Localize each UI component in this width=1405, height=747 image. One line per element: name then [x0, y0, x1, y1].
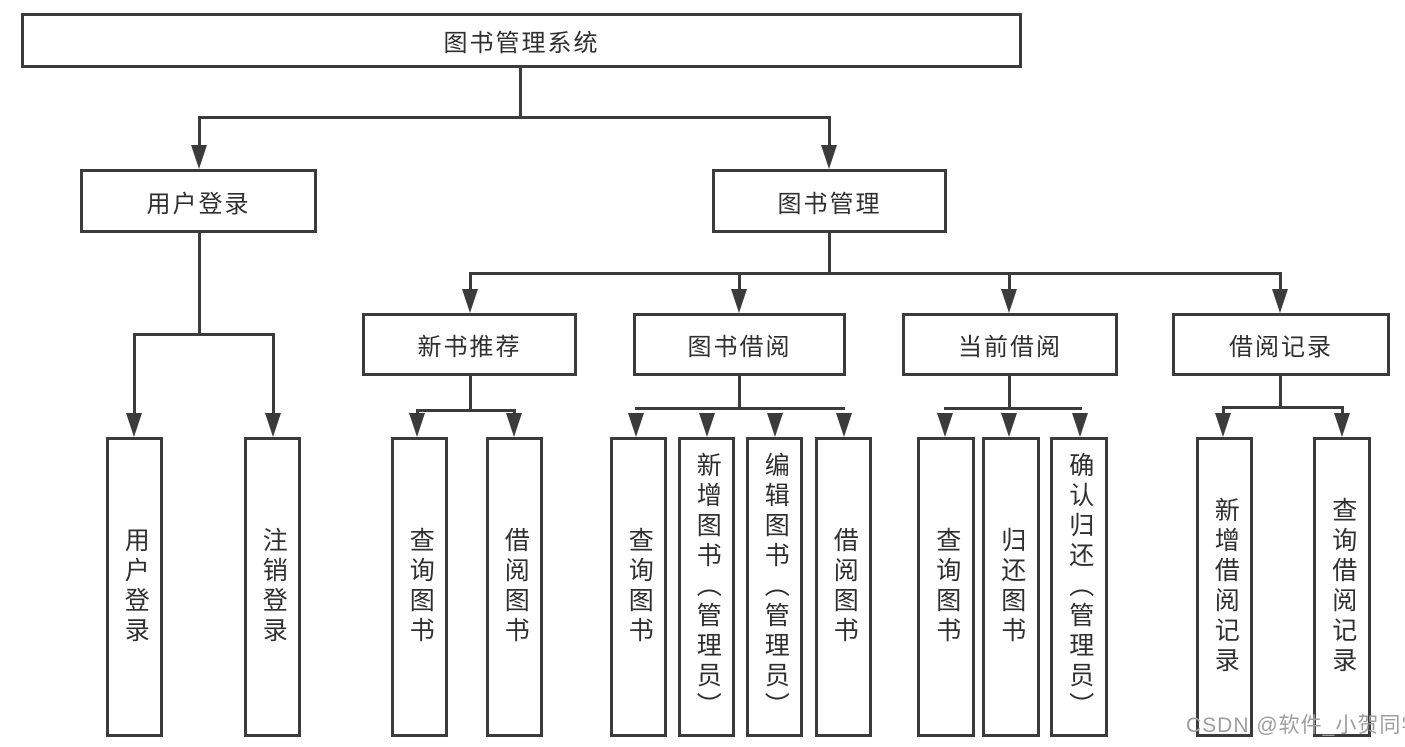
leaf-query-borrow-record: 查询借阅记录 [1313, 437, 1371, 737]
connector-line [1341, 406, 1344, 415]
node-book-borrow: 图书借阅 [633, 313, 846, 376]
arrow-down-icon [1001, 413, 1017, 437]
arrow-down-icon [1272, 289, 1288, 313]
connector-line [198, 233, 201, 336]
connector-line [1222, 406, 1225, 415]
connector-line [519, 68, 522, 117]
arrow-down-icon [1072, 413, 1088, 437]
arrow-down-icon [937, 413, 953, 437]
connector-line [469, 272, 472, 293]
node-root: 图书管理系统 [21, 13, 1022, 68]
node-current-borrow-label: 当前借阅 [958, 334, 1062, 361]
leaf-logout-label: 注销登录 [259, 527, 288, 647]
leaf-query-books-1: 查询图书 [391, 437, 448, 737]
arrow-down-icon [1215, 413, 1231, 437]
watermark: CSDN @软件_小贺同学 [1186, 714, 1405, 737]
connector-line [198, 116, 831, 119]
leaf-query-borrow-record-label: 查询借阅记录 [1328, 497, 1357, 677]
leaf-query-books-2-label: 查询图书 [625, 527, 654, 647]
node-new-book-recommend-label: 新书推荐 [417, 334, 522, 361]
node-book-management-label: 图书管理 [777, 190, 882, 218]
arrow-down-icon [191, 145, 207, 169]
node-new-book-recommend: 新书推荐 [362, 313, 577, 376]
node-user-login-label: 用户登录 [146, 190, 251, 218]
leaf-confirm-return-admin-label: 确认归还（管理员） [1065, 452, 1094, 722]
connector-line [738, 376, 741, 410]
connector-line [469, 376, 472, 412]
connector-line [1279, 272, 1282, 293]
connector-line [133, 333, 136, 415]
arrow-down-icon [265, 413, 281, 437]
node-borrow-records: 借阅记录 [1172, 313, 1390, 376]
arrow-down-icon [409, 413, 425, 437]
connector-line [944, 407, 1082, 410]
connector-line [828, 233, 831, 274]
connector-line [635, 407, 845, 410]
arrow-down-icon [1334, 413, 1350, 437]
arrow-down-icon [462, 289, 478, 313]
node-book-management: 图书管理 [712, 169, 947, 233]
arrow-down-icon [1001, 289, 1017, 313]
node-borrow-records-label: 借阅记录 [1229, 334, 1333, 361]
connector-line [1279, 376, 1282, 409]
connector-line [469, 272, 1282, 275]
connector-line [416, 409, 516, 412]
leaf-borrow-books-2-label: 借阅图书 [830, 527, 859, 647]
leaf-borrow-books-1: 借阅图书 [486, 437, 543, 737]
leaf-borrow-books-1-label: 借阅图书 [501, 527, 530, 647]
leaf-add-borrow-record: 新增借阅记录 [1196, 437, 1253, 737]
connector-line [1008, 272, 1011, 293]
connector-line [272, 333, 275, 415]
arrow-down-icon [628, 413, 644, 437]
arrow-down-icon [126, 413, 142, 437]
arrow-down-icon [506, 413, 522, 437]
leaf-query-books-3-label: 查询图书 [932, 527, 961, 647]
connector-line [133, 333, 275, 336]
node-book-borrow-label: 图书借阅 [687, 334, 792, 361]
leaf-add-books-admin-label: 新增图书（管理员） [693, 452, 722, 722]
arrow-down-icon [767, 413, 783, 437]
leaf-logout: 注销登录 [244, 437, 301, 737]
node-current-borrow: 当前借阅 [902, 313, 1118, 376]
leaf-query-books-1-label: 查询图书 [406, 527, 435, 647]
connector-line [738, 272, 741, 293]
leaf-add-books-admin: 新增图书（管理员） [678, 437, 735, 737]
leaf-edit-books-admin: 编辑图书（管理员） [746, 437, 803, 737]
leaf-add-borrow-record-label: 新增借阅记录 [1211, 497, 1240, 677]
connector-line [198, 116, 201, 149]
leaf-user-login-label: 用户登录 [121, 527, 150, 647]
node-root-label: 图书管理系统 [443, 30, 600, 57]
leaf-query-books-3: 查询图书 [917, 437, 975, 737]
arrow-down-icon [731, 289, 747, 313]
leaf-user-login: 用户登录 [106, 437, 163, 737]
connector-line [1008, 376, 1011, 410]
arrow-down-icon [836, 413, 852, 437]
leaf-return-books: 归还图书 [982, 437, 1040, 737]
connector-line [1222, 406, 1343, 409]
arrow-down-icon [699, 413, 715, 437]
arrow-down-icon [821, 145, 837, 169]
connector-line [828, 116, 831, 149]
leaf-edit-books-admin-label: 编辑图书（管理员） [761, 452, 790, 722]
leaf-query-books-2: 查询图书 [610, 437, 667, 737]
leaf-confirm-return-admin: 确认归还（管理员） [1050, 437, 1108, 737]
leaf-return-books-label: 归还图书 [997, 527, 1026, 647]
leaf-borrow-books-2: 借阅图书 [815, 437, 872, 737]
node-user-login: 用户登录 [80, 169, 317, 233]
